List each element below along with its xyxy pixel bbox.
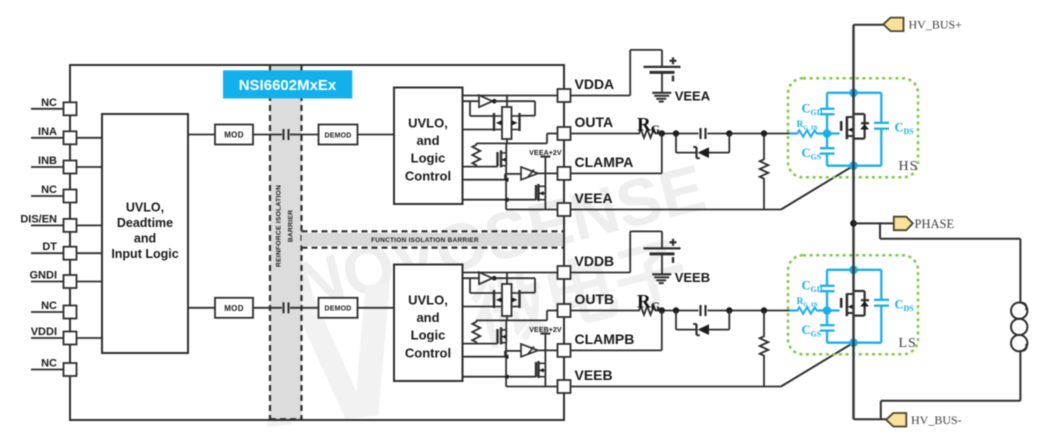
svg-text:VDDI: VDDI xyxy=(31,326,57,338)
svg-text:CLAMPB: CLAMPB xyxy=(575,331,635,347)
svg-text:MOD: MOD xyxy=(224,131,244,140)
svg-text:LS: LS xyxy=(899,336,917,351)
svg-text:VDDA: VDDA xyxy=(575,76,615,92)
svg-text:DT: DT xyxy=(42,241,57,253)
svg-text:RG_IN: RG_IN xyxy=(797,120,819,132)
svg-text:UVLO,: UVLO, xyxy=(126,201,164,215)
svg-text:UVLO,: UVLO, xyxy=(408,116,448,131)
svg-text:VEEA: VEEA xyxy=(675,89,711,104)
svg-text:and: and xyxy=(416,310,439,325)
svg-text:BARRIER: BARRIER xyxy=(288,210,295,242)
svg-text:HS: HS xyxy=(899,159,919,174)
svg-text:NC: NC xyxy=(41,184,57,196)
svg-text:UVLO,: UVLO, xyxy=(408,293,448,308)
svg-text:VEEB: VEEB xyxy=(575,367,613,383)
svg-text:and: and xyxy=(134,232,156,246)
svg-text:FUNCTION ISOLATION BARRIER: FUNCTION ISOLATION BARRIER xyxy=(371,237,479,244)
svg-text:VEEB: VEEB xyxy=(675,270,710,285)
svg-text:DEMOD: DEMOD xyxy=(324,132,351,139)
svg-text:NSI6602MxEx: NSI6602MxEx xyxy=(239,77,337,94)
svg-text:MOD: MOD xyxy=(224,304,244,313)
svg-text:INA: INA xyxy=(38,126,57,138)
svg-text:Input Logic: Input Logic xyxy=(111,247,178,261)
svg-text:OUTA: OUTA xyxy=(575,114,614,130)
svg-text:VDDB: VDDB xyxy=(575,253,615,269)
svg-text:VEEB+2V: VEEB+2V xyxy=(529,327,562,334)
svg-text:VEEA: VEEA xyxy=(575,190,613,206)
svg-text:NC: NC xyxy=(41,358,57,370)
svg-text:DEMOD: DEMOD xyxy=(324,306,351,313)
svg-text:and: and xyxy=(416,133,439,148)
svg-text:NC: NC xyxy=(41,300,57,312)
svg-text:Logic: Logic xyxy=(411,328,446,343)
svg-text:NC: NC xyxy=(41,97,57,109)
svg-text:HV_BUS+: HV_BUS+ xyxy=(909,18,963,32)
svg-text:DIS/EN: DIS/EN xyxy=(20,213,57,225)
svg-text:HV_BUS-: HV_BUS- xyxy=(911,413,962,427)
svg-text:GNDI: GNDI xyxy=(30,270,58,282)
svg-text:Control: Control xyxy=(405,345,451,360)
svg-text:Control: Control xyxy=(405,168,451,183)
svg-text:REINFORCE ISOLATION: REINFORCE ISOLATION xyxy=(276,185,283,267)
svg-text:Deadtime: Deadtime xyxy=(117,216,173,230)
svg-text:CLAMPA: CLAMPA xyxy=(575,154,634,170)
svg-text:OUTB: OUTB xyxy=(575,291,615,307)
svg-text:PHASE: PHASE xyxy=(915,217,955,231)
svg-text:Logic: Logic xyxy=(411,151,446,166)
svg-text:INB: INB xyxy=(38,155,57,167)
svg-text:VEEA+2V: VEEA+2V xyxy=(529,150,562,157)
